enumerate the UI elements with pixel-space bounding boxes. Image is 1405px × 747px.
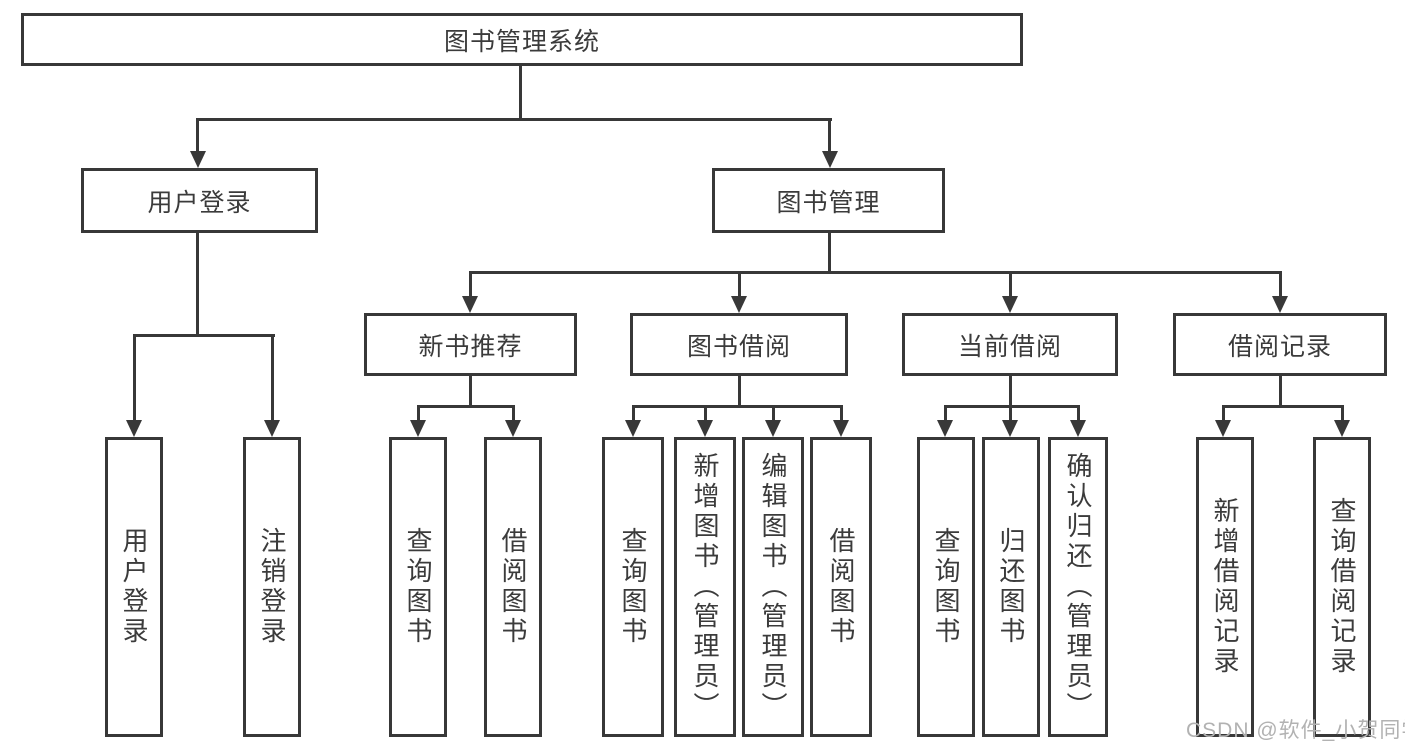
leaf-rec-query-book: 查询图书 [389,437,447,737]
edge-cb-drop-2 [1009,405,1012,422]
edge-mgmt-drop-3 [1009,271,1012,298]
arrow-down-icon [731,296,747,313]
node-book-borrow: 图书借阅 [630,313,848,376]
edge-bb-drop-3 [772,405,775,422]
leaf-bb-borrow-book: 借阅图书 [810,437,872,737]
arrow-down-icon [190,151,206,168]
arrow-down-icon [822,151,838,168]
leaf-user-login: 用户登录 [105,437,163,737]
arrow-down-icon [765,420,781,437]
edge-br-split [1222,405,1344,408]
edge-bb-stem [738,375,741,407]
arrow-down-icon [462,296,478,313]
arrow-down-icon [1272,296,1288,313]
leaf-bb-add-book-admin: 新增图书（管理员） [674,437,736,737]
edge-mgmt-stem [828,232,831,273]
arrow-down-icon [1002,296,1018,313]
edge-cb-stem [1009,375,1012,407]
leaf-logout-login: 注销登录 [243,437,301,737]
edge-mgmt-drop-2 [738,271,741,298]
csdn-watermark: CSDN @软件_小贺同学 [1186,719,1405,742]
edge-rec-stem [469,375,472,407]
leaf-rec-borrow-book: 借阅图书 [484,437,542,737]
arrow-down-icon [264,420,280,437]
node-current-borrow: 当前借阅 [902,313,1118,376]
node-book-management: 图书管理 [712,168,945,233]
edge-cb-split [944,405,1080,408]
node-new-book-recommend: 新书推荐 [364,313,577,376]
edge-user-stem [196,232,199,337]
edge-cb-drop-1 [944,405,947,422]
edge-bb-split [632,405,843,408]
edge-bb-drop-2 [704,405,707,422]
leaf-br-add-record: 新增借阅记录 [1196,437,1254,737]
leaf-bb-edit-book-admin: 编辑图书（管理员） [742,437,804,737]
edge-br-drop-2 [1341,405,1344,422]
edge-rec-drop-2 [512,405,515,422]
node-borrow-records: 借阅记录 [1173,313,1387,376]
edge-br-drop-1 [1222,405,1225,422]
arrow-down-icon [126,420,142,437]
edge-root-split [197,118,832,121]
edge-cb-drop-3 [1077,405,1080,422]
edge-user-drop-2 [271,334,274,421]
arrow-down-icon [1070,420,1086,437]
arrow-down-icon [697,420,713,437]
arrow-down-icon [1334,420,1350,437]
node-user-login: 用户登录 [81,168,318,233]
edge-rec-split [417,405,515,408]
edge-mgmt-drop-4 [1279,271,1282,298]
leaf-cb-query-book: 查询图书 [917,437,975,737]
node-root-library-system: 图书管理系统 [21,13,1023,66]
edge-mgmt-split [469,271,1282,274]
edge-root-stem [519,65,522,119]
edge-root-drop-left [196,118,199,152]
edge-rec-drop-1 [417,405,420,422]
edge-bb-drop-1 [632,405,635,422]
leaf-br-query-record: 查询借阅记录 [1313,437,1371,737]
edge-user-split [133,334,275,337]
arrow-down-icon [505,420,521,437]
arrow-down-icon [410,420,426,437]
leaf-cb-return-book: 归还图书 [982,437,1040,737]
edge-user-drop-1 [133,334,136,421]
edge-mgmt-drop-1 [469,271,472,298]
leaf-bb-query-book: 查询图书 [602,437,664,737]
arrow-down-icon [833,420,849,437]
edge-bb-drop-4 [840,405,843,422]
arrow-down-icon [937,420,953,437]
arrow-down-icon [1002,420,1018,437]
leaf-cb-confirm-return-admin: 确认归还（管理员） [1048,437,1108,737]
edge-br-stem [1279,375,1282,407]
arrow-down-icon [1215,420,1231,437]
arrow-down-icon [625,420,641,437]
edge-root-drop-right [828,118,831,152]
